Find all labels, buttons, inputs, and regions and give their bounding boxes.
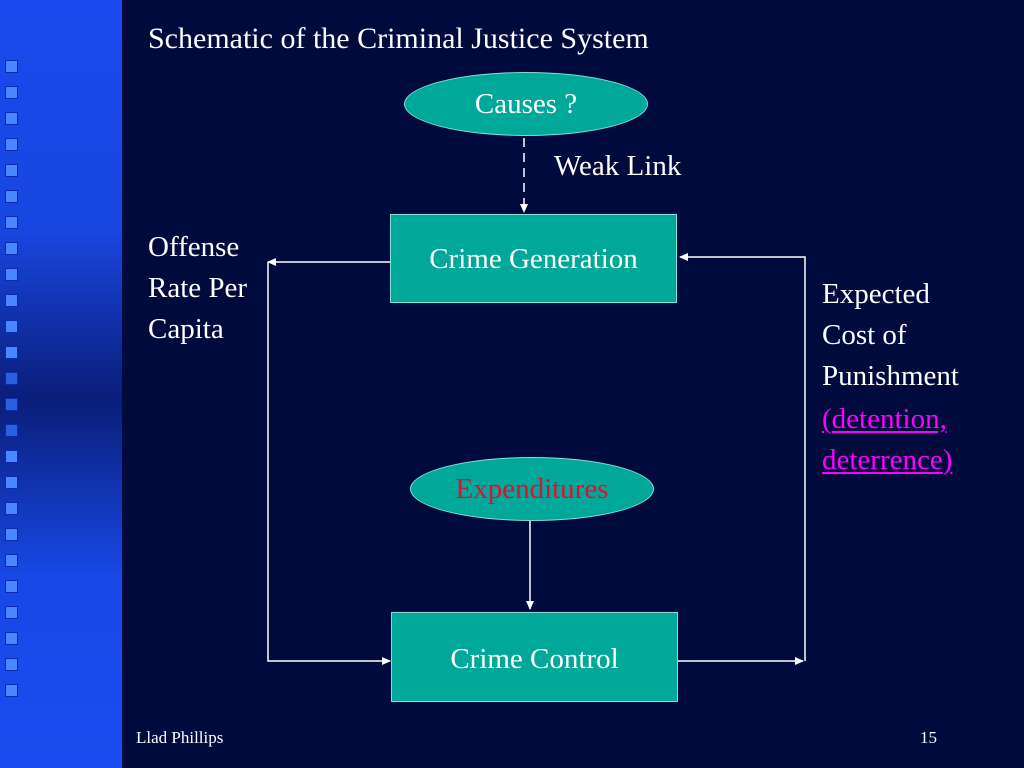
square-marker (5, 632, 18, 645)
expected-cost-line: Punishment (822, 360, 959, 392)
square-marker (5, 346, 18, 359)
square-marker (5, 320, 18, 333)
deterrence-link[interactable]: deterrence (822, 444, 943, 476)
footer-author: Llad Phillips (136, 728, 224, 747)
square-marker (5, 450, 18, 463)
offense-rate-line: Rate Per (148, 272, 248, 304)
slide-title: Schematic of the Criminal Justice System (148, 22, 649, 55)
square-marker (5, 294, 18, 307)
offense-to-control-line (267, 262, 391, 665)
square-column (5, 60, 29, 710)
square-marker (5, 606, 18, 619)
square-marker (5, 580, 18, 593)
square-marker (5, 684, 18, 697)
close-paren: ) (942, 444, 953, 476)
square-marker (5, 242, 18, 255)
cost-to-generation-line (679, 253, 806, 661)
crime-generation-node: Crime Generation (390, 214, 677, 303)
square-marker (5, 658, 18, 671)
square-marker (5, 372, 18, 385)
square-marker (5, 502, 18, 515)
offense-rate-label: Offense Rate Per Capita (148, 227, 247, 350)
crime-generation-label: Crime Generation (429, 243, 638, 275)
square-marker (5, 268, 18, 281)
expected-cost-line: Cost of (822, 319, 907, 351)
offense-rate-line: Offense (148, 231, 240, 263)
square-marker (5, 398, 18, 411)
square-marker (5, 424, 18, 437)
sidebar-decoration (0, 0, 122, 768)
expected-cost-label: Expected Cost of Punishment (detention, … (822, 274, 959, 481)
square-marker (5, 190, 18, 203)
deterrence-line: deterrence) (822, 440, 959, 481)
expenditures-node: Expenditures (410, 457, 654, 521)
square-marker (5, 60, 18, 73)
expected-cost-line: Expected (822, 278, 930, 310)
expenditures-label: Expenditures (455, 472, 609, 505)
causes-label: Causes ? (474, 87, 578, 120)
square-marker (5, 554, 18, 567)
crime-control-label: Crime Control (450, 643, 619, 675)
weak-link-label: Weak Link (554, 150, 682, 182)
square-marker (5, 528, 18, 541)
square-marker (5, 86, 18, 99)
offense-rate-line: Capita (148, 313, 224, 345)
square-marker (5, 164, 18, 177)
square-marker (5, 216, 18, 229)
square-marker (5, 138, 18, 151)
square-marker (5, 112, 18, 125)
page-number: 15 (920, 728, 937, 747)
detention-link[interactable]: detention, (831, 403, 947, 435)
crime-control-node: Crime Control (391, 612, 678, 702)
causes-node: Causes ? (404, 72, 648, 136)
open-paren: ( (822, 403, 832, 435)
square-marker (5, 476, 18, 489)
detention-line: (detention, (822, 399, 959, 440)
